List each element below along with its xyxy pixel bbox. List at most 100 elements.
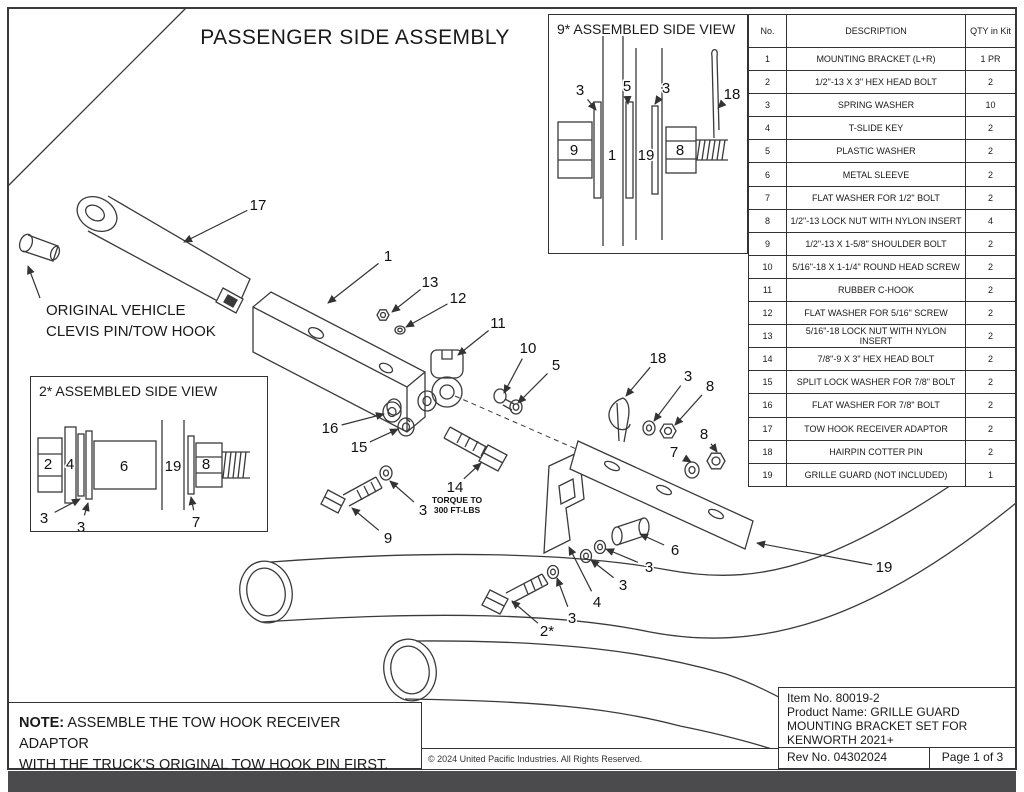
copyright-text: © 2024 United Pacific Industries. All Ri… — [422, 748, 778, 769]
callout-label-19: 19 — [638, 147, 655, 164]
callout-leader — [457, 330, 490, 356]
part-qty: 2 — [965, 324, 1016, 349]
callout-leader — [568, 546, 593, 592]
part-qty: 2 — [965, 185, 1016, 210]
callout-label-7: 7 — [670, 444, 678, 461]
part-description: 7/8"-9 X 3" HEX HEAD BOLT — [786, 347, 966, 372]
callout-leader — [717, 99, 727, 109]
callout-label-3: 3 — [40, 510, 48, 527]
part-no: 17 — [748, 416, 787, 441]
callout-label-8: 8 — [676, 142, 684, 159]
part-no: 12 — [748, 301, 787, 326]
part-qty: 2 — [965, 301, 1016, 326]
title-block-bottom-row: Rev No. 04302024 Page 1 of 3 — [779, 747, 1015, 768]
callout-label-13: 13 — [422, 274, 439, 291]
callout-leader — [517, 373, 548, 404]
torque-note-line: 300 FT-LBS — [434, 505, 481, 515]
callout-leader — [511, 600, 539, 624]
callout-label-3: 3 — [619, 577, 627, 594]
part-no: 15 — [748, 370, 787, 395]
part-qty: 2 — [965, 416, 1016, 441]
callout-leader — [625, 366, 651, 397]
product-name-line3: KENWORTH 2021+ — [787, 733, 894, 747]
part-description: HAIRPIN COTTER PIN — [786, 439, 966, 464]
callout-leader — [682, 454, 692, 463]
callout-label-8: 8 — [706, 378, 714, 395]
callout-label-10: 10 — [520, 340, 537, 357]
callout-label-3: 3 — [645, 559, 653, 576]
callout-leader — [54, 498, 81, 513]
clevis-pin-label-line2: CLEVIS PIN/TOW HOOK — [46, 323, 216, 340]
part-no: 1 — [748, 46, 787, 72]
callout-leader — [605, 548, 639, 563]
callout-leader — [653, 385, 682, 422]
callout-label-19: 19 — [165, 458, 182, 475]
inset-2-sideview-drawing — [37, 420, 250, 510]
part-no: 19 — [748, 462, 787, 488]
part-qty: 2 — [965, 393, 1016, 418]
callout-label-3: 3 — [77, 519, 85, 536]
part-no: 6 — [748, 162, 787, 187]
part-description: 1/2"-13 LOCK NUT WITH NYLON INSERT — [786, 208, 966, 233]
grille-guard-plate-drawing — [569, 440, 754, 550]
callout-label-3: 3 — [576, 82, 584, 99]
callout-label-5: 5 — [623, 78, 631, 95]
part-description: 1/2"-13 X 3" HEX HEAD BOLT — [786, 70, 966, 95]
tow-hook-adaptor-drawing — [76, 195, 251, 314]
callout-label-1: 1 — [384, 248, 392, 265]
part-qty: 2 — [965, 116, 1016, 141]
part-description: SPRING WASHER — [786, 93, 966, 118]
callout-label-3: 3 — [419, 502, 427, 519]
callout-label-12: 12 — [450, 290, 467, 307]
part-no: 4 — [748, 116, 787, 141]
part-no: 9 — [748, 231, 787, 256]
page-title: PASSENGER SIDE ASSEMBLY — [200, 26, 510, 49]
clevis-pin-label: ORIGINAL VEHICLE CLEVIS PIN/TOW HOOK — [46, 300, 216, 342]
page-number: Page 1 of 3 — [929, 748, 1015, 768]
part-description: GRILLE GUARD (NOT INCLUDED) — [786, 462, 966, 488]
part-no: 13 — [748, 324, 787, 349]
rev-number: Rev No. 04302024 — [787, 750, 888, 764]
callout-label-6: 6 — [671, 542, 679, 559]
part-description: SPLIT LOCK WASHER FOR 7/8" BOLT — [786, 370, 966, 395]
callout-label-15: 15 — [351, 439, 368, 456]
callout-label-18: 18 — [724, 86, 741, 103]
part-no: 18 — [748, 439, 787, 464]
callout-leader — [389, 480, 415, 503]
part-description: FLAT WASHER FOR 5/16" SCREW — [786, 301, 966, 326]
part-qty: 2 — [965, 139, 1016, 164]
callout-leader — [556, 577, 569, 607]
corner-cut-line — [7, 7, 187, 187]
callout-label-19: 19 — [876, 559, 893, 576]
part-no: 5 — [748, 139, 787, 164]
part-no: 3 — [748, 93, 787, 118]
callout-label-11: 11 — [490, 315, 506, 332]
inset-9-sideview-drawing — [557, 36, 728, 246]
part-qty: 4 — [965, 208, 1016, 233]
part-description: 1/2"-13 X 1-5/8" SHOULDER BOLT — [786, 231, 966, 256]
part-description: METAL SLEEVE — [786, 162, 966, 187]
shoulder-bolt-9-drawing — [320, 465, 393, 514]
hex-bolt-2-drawing — [481, 573, 549, 615]
callout-label-2: 2 — [44, 456, 52, 473]
part-no: 8 — [748, 208, 787, 233]
callout-label-18: 18 — [650, 350, 667, 367]
callout-leader — [654, 95, 663, 105]
part-qty: 2 — [965, 231, 1016, 256]
product-name-line1: Product Name: GRILLE GUARD — [787, 705, 960, 719]
callout-label-3: 3 — [568, 610, 576, 627]
callout-label-5: 5 — [552, 357, 560, 374]
inset-box-2-assembled-side-view: 2* ASSEMBLED SIDE VIEW — [30, 376, 268, 532]
part-qty: 2 — [965, 439, 1016, 464]
callout-leader — [405, 303, 448, 328]
